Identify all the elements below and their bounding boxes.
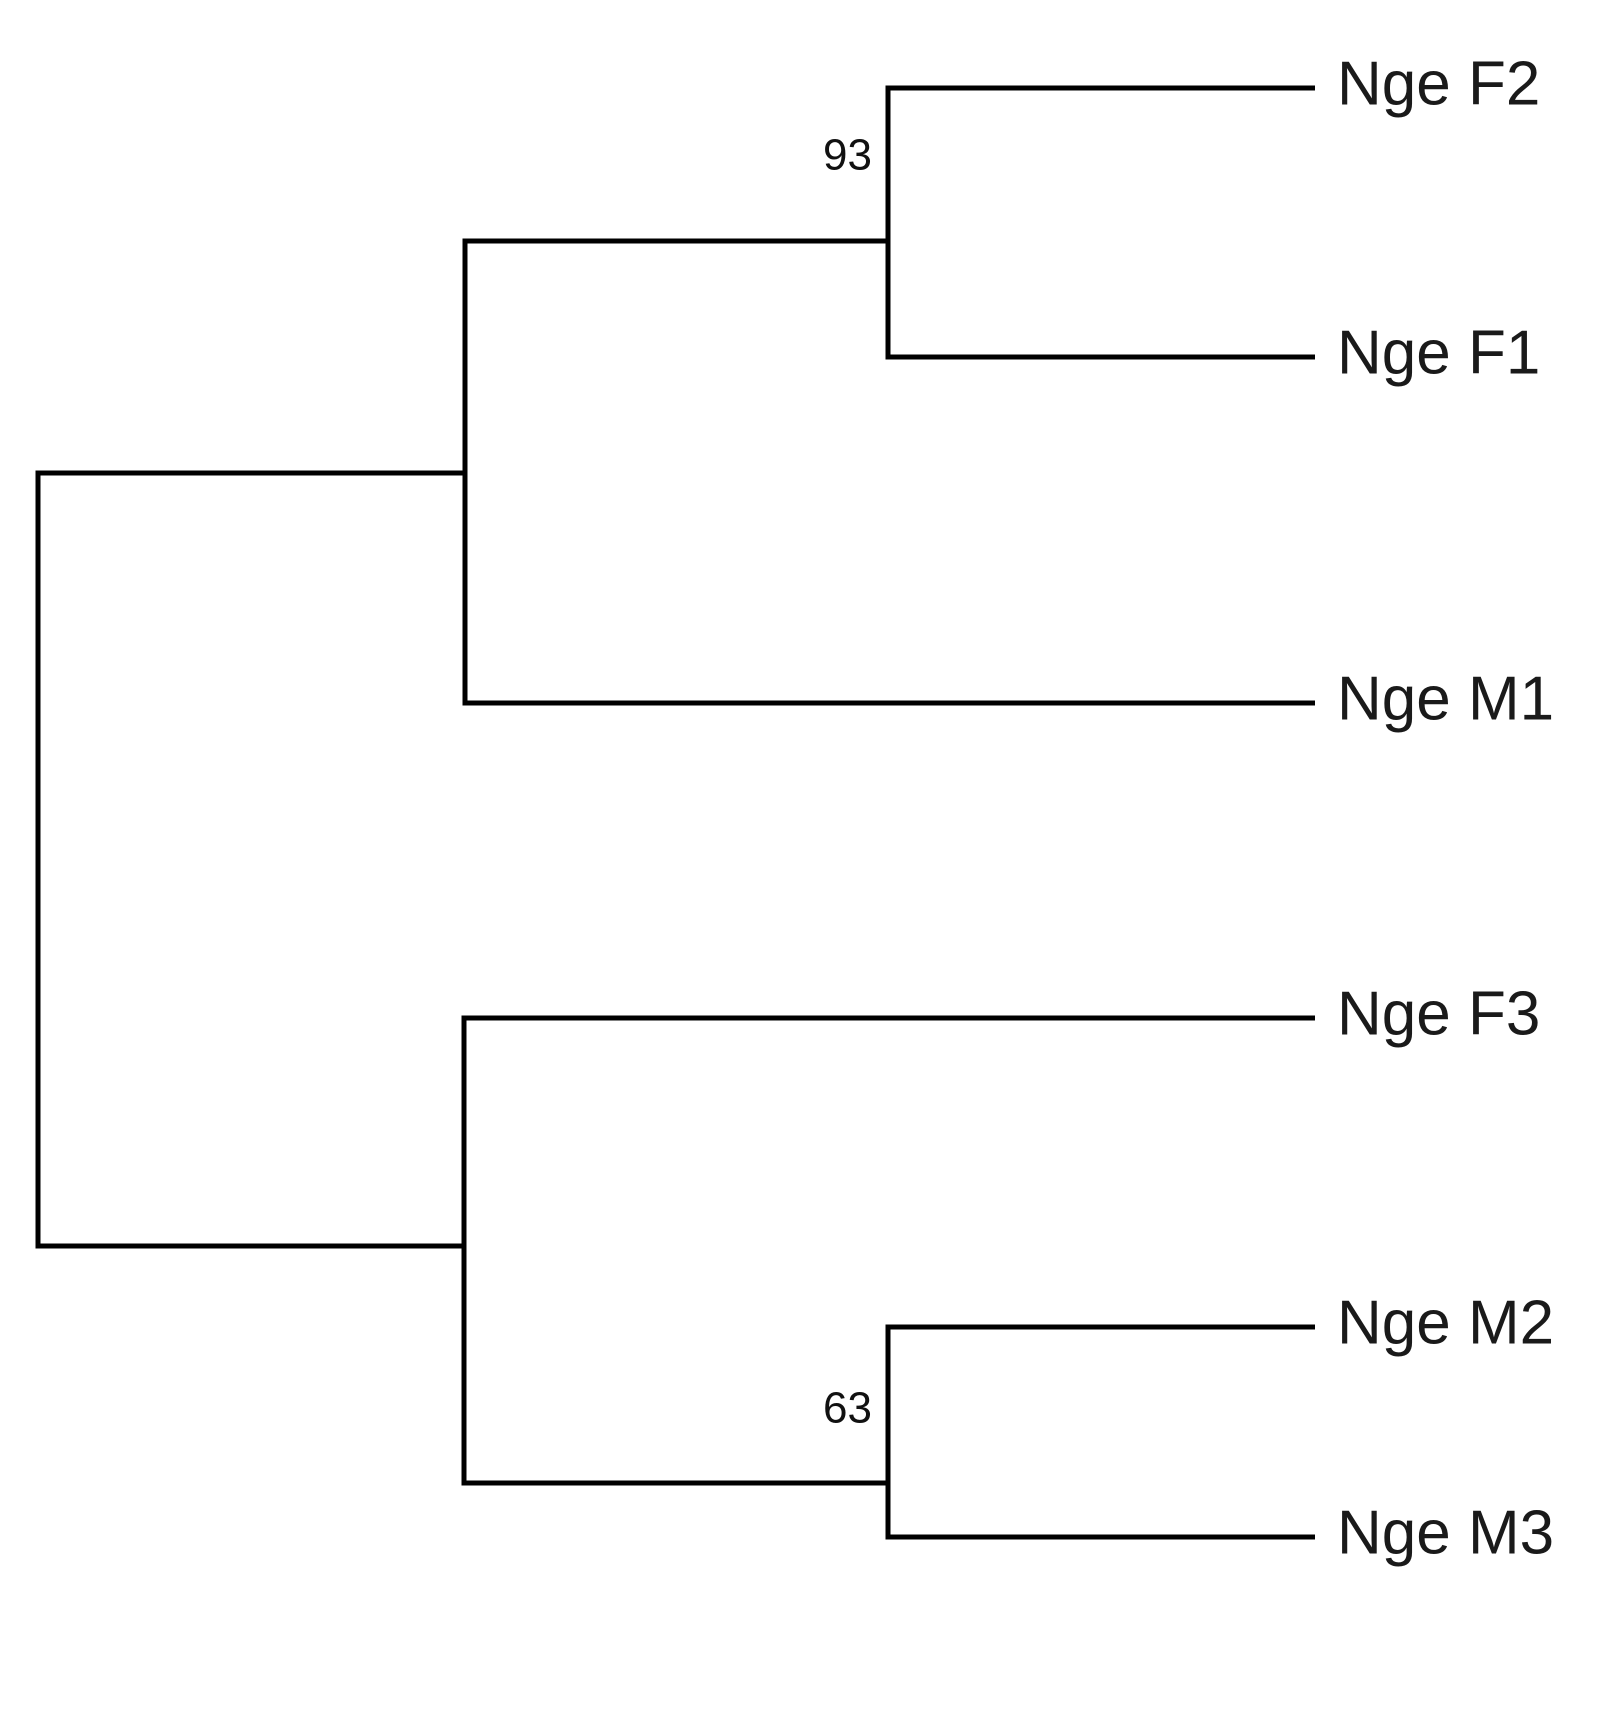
- taxon-label-nge-m1: Nge M1: [1337, 664, 1554, 733]
- lower-clade-group: [35, 1015, 1315, 1486]
- upper-clade-group: [35, 238, 1315, 706]
- taxon-label-nge-m3: Nge M3: [1337, 1498, 1554, 1567]
- f2-f1-node-group: [885, 85, 1315, 360]
- taxon-label-nge-f3: Nge F3: [1337, 979, 1540, 1048]
- taxon-label-nge-m2: Nge M2: [1337, 1288, 1554, 1357]
- bootstrap-support-upper: 93: [823, 131, 872, 180]
- taxon-label-nge-f1: Nge F1: [1337, 318, 1540, 387]
- bootstrap-support-lower: 63: [823, 1384, 872, 1433]
- taxon-label-nge-f2: Nge F2: [1337, 49, 1540, 118]
- m2-m3-node-group: [885, 1324, 1315, 1540]
